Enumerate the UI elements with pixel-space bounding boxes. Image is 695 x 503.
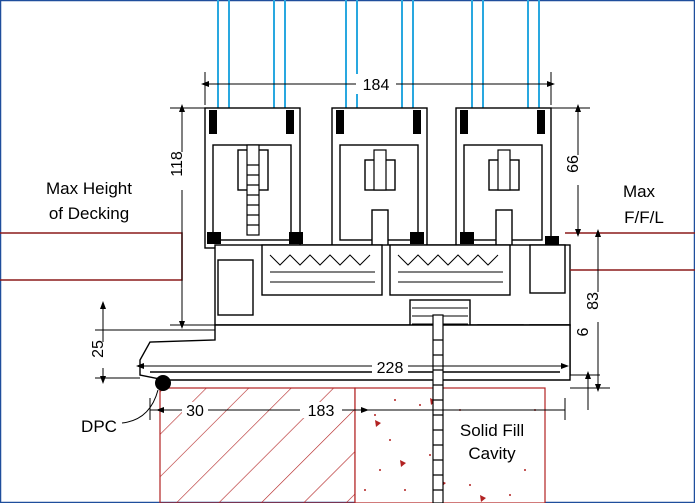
dim-sill-depth: 25	[90, 340, 107, 358]
dpc-marker	[155, 375, 171, 391]
dim-step-height: 83	[585, 292, 602, 310]
dim-sill-to-glass: 66	[565, 155, 582, 173]
sill-cill	[139, 324, 571, 381]
label-max-height-1: Max Height	[46, 179, 132, 198]
thermal-breaks	[269, 254, 503, 325]
label-solid-fill-1: Solid Fill	[460, 421, 524, 440]
dim-frame-width: 184	[363, 77, 390, 94]
glass-panes	[217, 0, 540, 127]
dim-total-depth: 228	[377, 360, 404, 377]
label-max-ffl-2: F/F/L	[624, 208, 664, 227]
dim-frame-height: 118	[169, 151, 186, 177]
sash-screws	[246, 144, 511, 236]
label-max-height-2: of Decking	[49, 204, 129, 223]
black-gaskets	[207, 110, 559, 246]
label-solid-fill-2: Cavity	[468, 444, 516, 463]
dim-wall-width: 183	[308, 403, 335, 420]
dim-front-offset: 30	[186, 403, 204, 420]
label-max-ffl-1: Max	[623, 182, 656, 201]
fixing-screw	[432, 314, 444, 503]
dim-sill-offset: 6	[575, 327, 592, 336]
label-dpc: DPC	[81, 417, 117, 436]
